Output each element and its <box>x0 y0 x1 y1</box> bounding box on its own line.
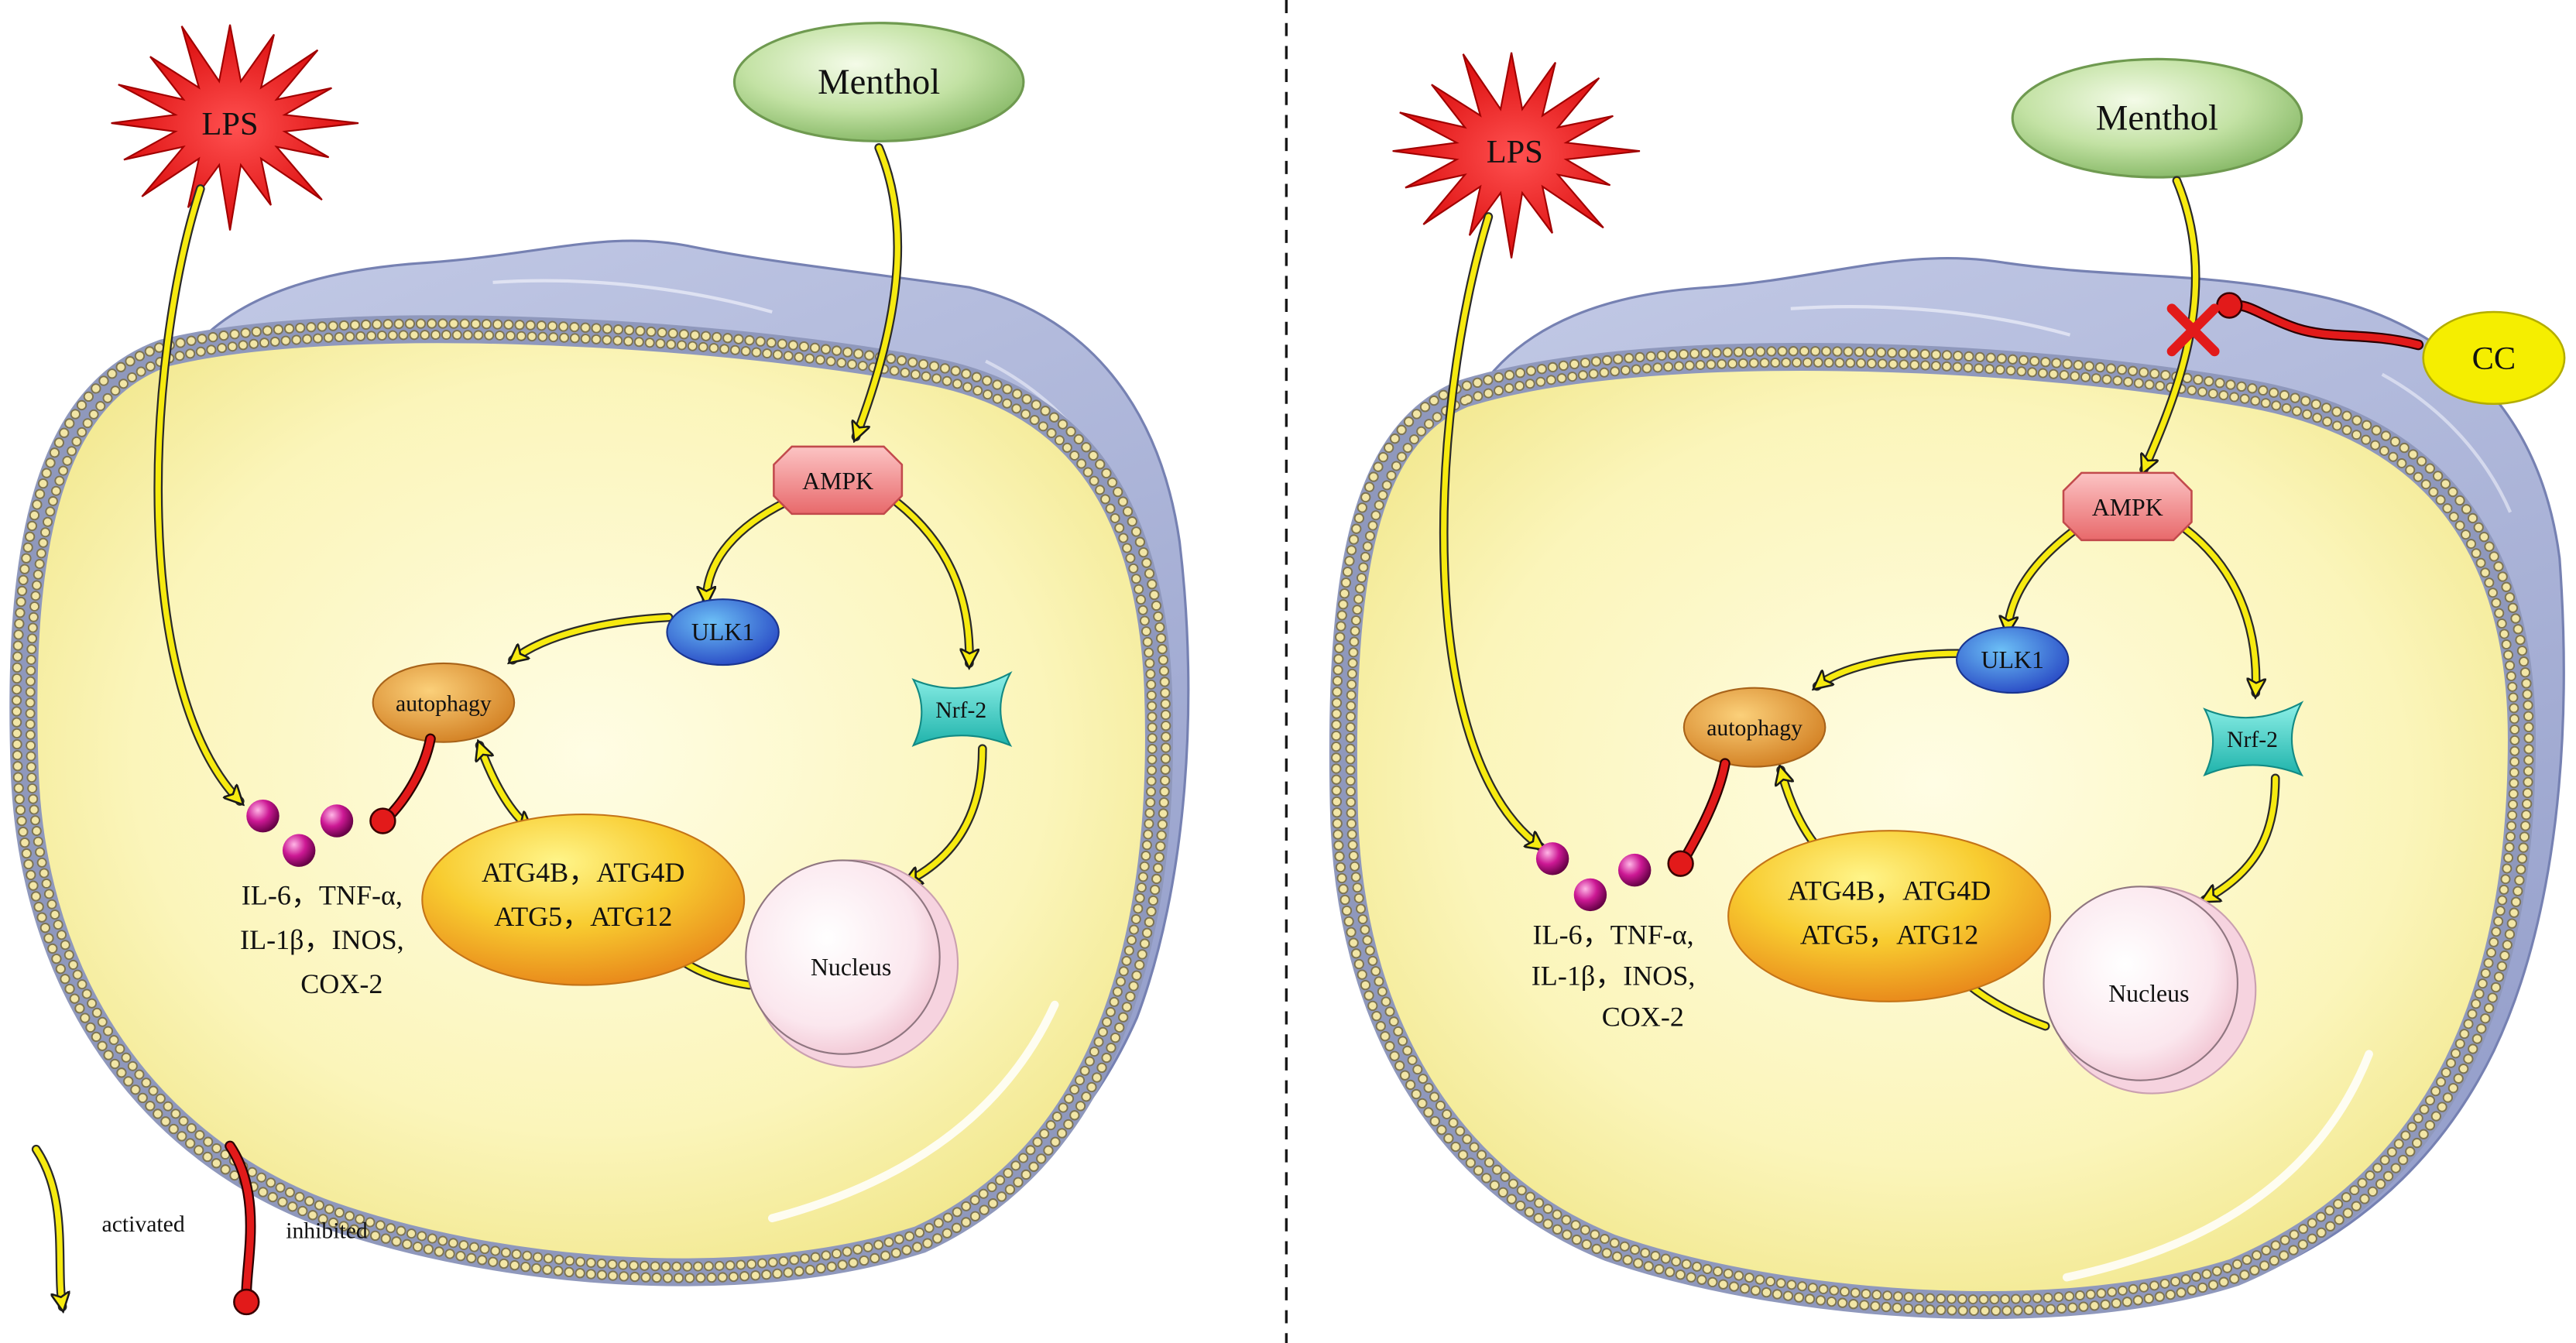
cytokine-dot <box>320 804 354 838</box>
inhibition-bulb <box>1667 850 1694 877</box>
autophagy-label: autophagy <box>1706 716 1803 741</box>
inhibition-bulb <box>233 1288 260 1316</box>
cytokines-line-2: IL-1β，INOS, <box>240 924 404 955</box>
right-panel: LPS Menthol CC <box>1336 52 2566 1311</box>
ulk1-label: ULK1 <box>691 618 754 646</box>
nrf2-to-nucleus-arrow <box>2204 775 2279 899</box>
cytokine-dot <box>282 834 316 867</box>
cc-node <box>2422 310 2566 406</box>
menthol-node <box>2011 57 2303 179</box>
atg-complex-node <box>1727 830 2052 1002</box>
cytokines-line-2: IL-1β，INOS, <box>1532 961 1696 992</box>
cytokines-line-1: IL-6，TNF-α, <box>1533 920 1694 951</box>
cytokines-line-1: IL-6，TNF-α, <box>242 880 403 911</box>
nrf2-label: Nrf-2 <box>935 698 986 723</box>
lps-to-cytokines-arrow <box>1441 214 1542 847</box>
ulk1-to-autophagy-arrow <box>513 614 672 660</box>
ampk-to-ulk1-arrow <box>706 499 788 601</box>
tissue-fold-line <box>2381 372 2513 513</box>
nrf2-label: Nrf-2 <box>2227 728 2278 752</box>
ampk-node <box>2062 471 2193 542</box>
atg-complex-node <box>421 813 746 986</box>
ulk1-node <box>1956 626 2070 694</box>
nucleus-node <box>745 859 941 1055</box>
atg-line-1: ATG4B，ATG4D <box>1788 875 1991 906</box>
lps-star-icon <box>111 24 359 231</box>
tissue-fold-line <box>1790 305 2071 337</box>
lps-to-cytokines-arrow <box>155 186 240 801</box>
left-panel: LPS Menthol AMPK ULK1 <box>16 22 1190 1278</box>
legend-inhibited-icon <box>226 1142 255 1298</box>
atg-line-2: ATG5，ATG12 <box>494 901 672 932</box>
nrf2-node <box>911 671 1013 748</box>
ampk-to-nrf2-arrow <box>2182 526 2256 693</box>
cell-highlight <box>767 1000 1059 1223</box>
nucleus-label: Nucleus <box>2108 980 2189 1007</box>
atg-line-1: ATG4B，ATG4D <box>482 857 684 888</box>
nucleus-node <box>2043 886 2238 1081</box>
lps-label: LPS <box>1487 134 1543 170</box>
cytokines-line-3: COX-2 <box>300 968 382 999</box>
autophagy-node <box>372 662 516 743</box>
cc-inhibits-menthol <box>2234 301 2422 349</box>
ulk1-node <box>666 598 780 666</box>
cytokine-dot <box>1617 853 1652 887</box>
menthol-node <box>732 22 1025 142</box>
ulk1-to-autophagy-arrow <box>1817 650 1961 686</box>
inhibition-bulb <box>2216 292 2243 319</box>
lps-star-icon <box>1392 52 1641 259</box>
cc-label: CC <box>2472 341 2516 377</box>
autophagy-inhibits-cytokines <box>1682 759 1729 861</box>
legend-inhibited-label: inhibited <box>286 1218 368 1243</box>
atg-line-2: ATG5，ATG12 <box>1800 920 1978 951</box>
cytokine-dot <box>1573 878 1607 912</box>
ampk-to-nrf2-arrow <box>894 499 969 663</box>
nrf2-to-nucleus-arrow <box>907 745 986 882</box>
menthol-label: Menthol <box>2096 98 2218 139</box>
ampk-label: AMPK <box>2092 494 2163 521</box>
inhibition-bulb <box>369 807 396 834</box>
nucleus-label: Nucleus <box>811 954 891 981</box>
autophagy-inhibits-cytokines <box>384 735 434 821</box>
legend-activated-arrow-icon <box>33 1146 63 1307</box>
cytokines-line-3: COX-2 <box>1602 1002 1684 1033</box>
lps-label: LPS <box>202 106 259 142</box>
ulk1-label: ULK1 <box>1981 646 2044 673</box>
autophagy-node <box>1682 687 1827 768</box>
blocked-x-icon <box>2166 303 2220 357</box>
autophagy-label: autophagy <box>396 691 492 716</box>
ampk-label: AMPK <box>802 468 873 495</box>
menthol-to-ampk-arrow <box>856 145 900 437</box>
menthol-label: Menthol <box>818 62 940 102</box>
cytokine-dot <box>1535 842 1569 875</box>
cytokine-dot <box>246 799 280 833</box>
ampk-to-ulk1-arrow <box>2008 526 2080 631</box>
legend-activated-label: activated <box>102 1212 185 1237</box>
legend: activated inhibited <box>31 1140 368 1316</box>
cell-highlight <box>2062 1050 2373 1282</box>
tissue-fold-line <box>492 279 773 314</box>
nrf2-node <box>2203 701 2304 777</box>
ampk-node <box>773 445 904 516</box>
activation-arrows <box>1439 176 2280 1031</box>
